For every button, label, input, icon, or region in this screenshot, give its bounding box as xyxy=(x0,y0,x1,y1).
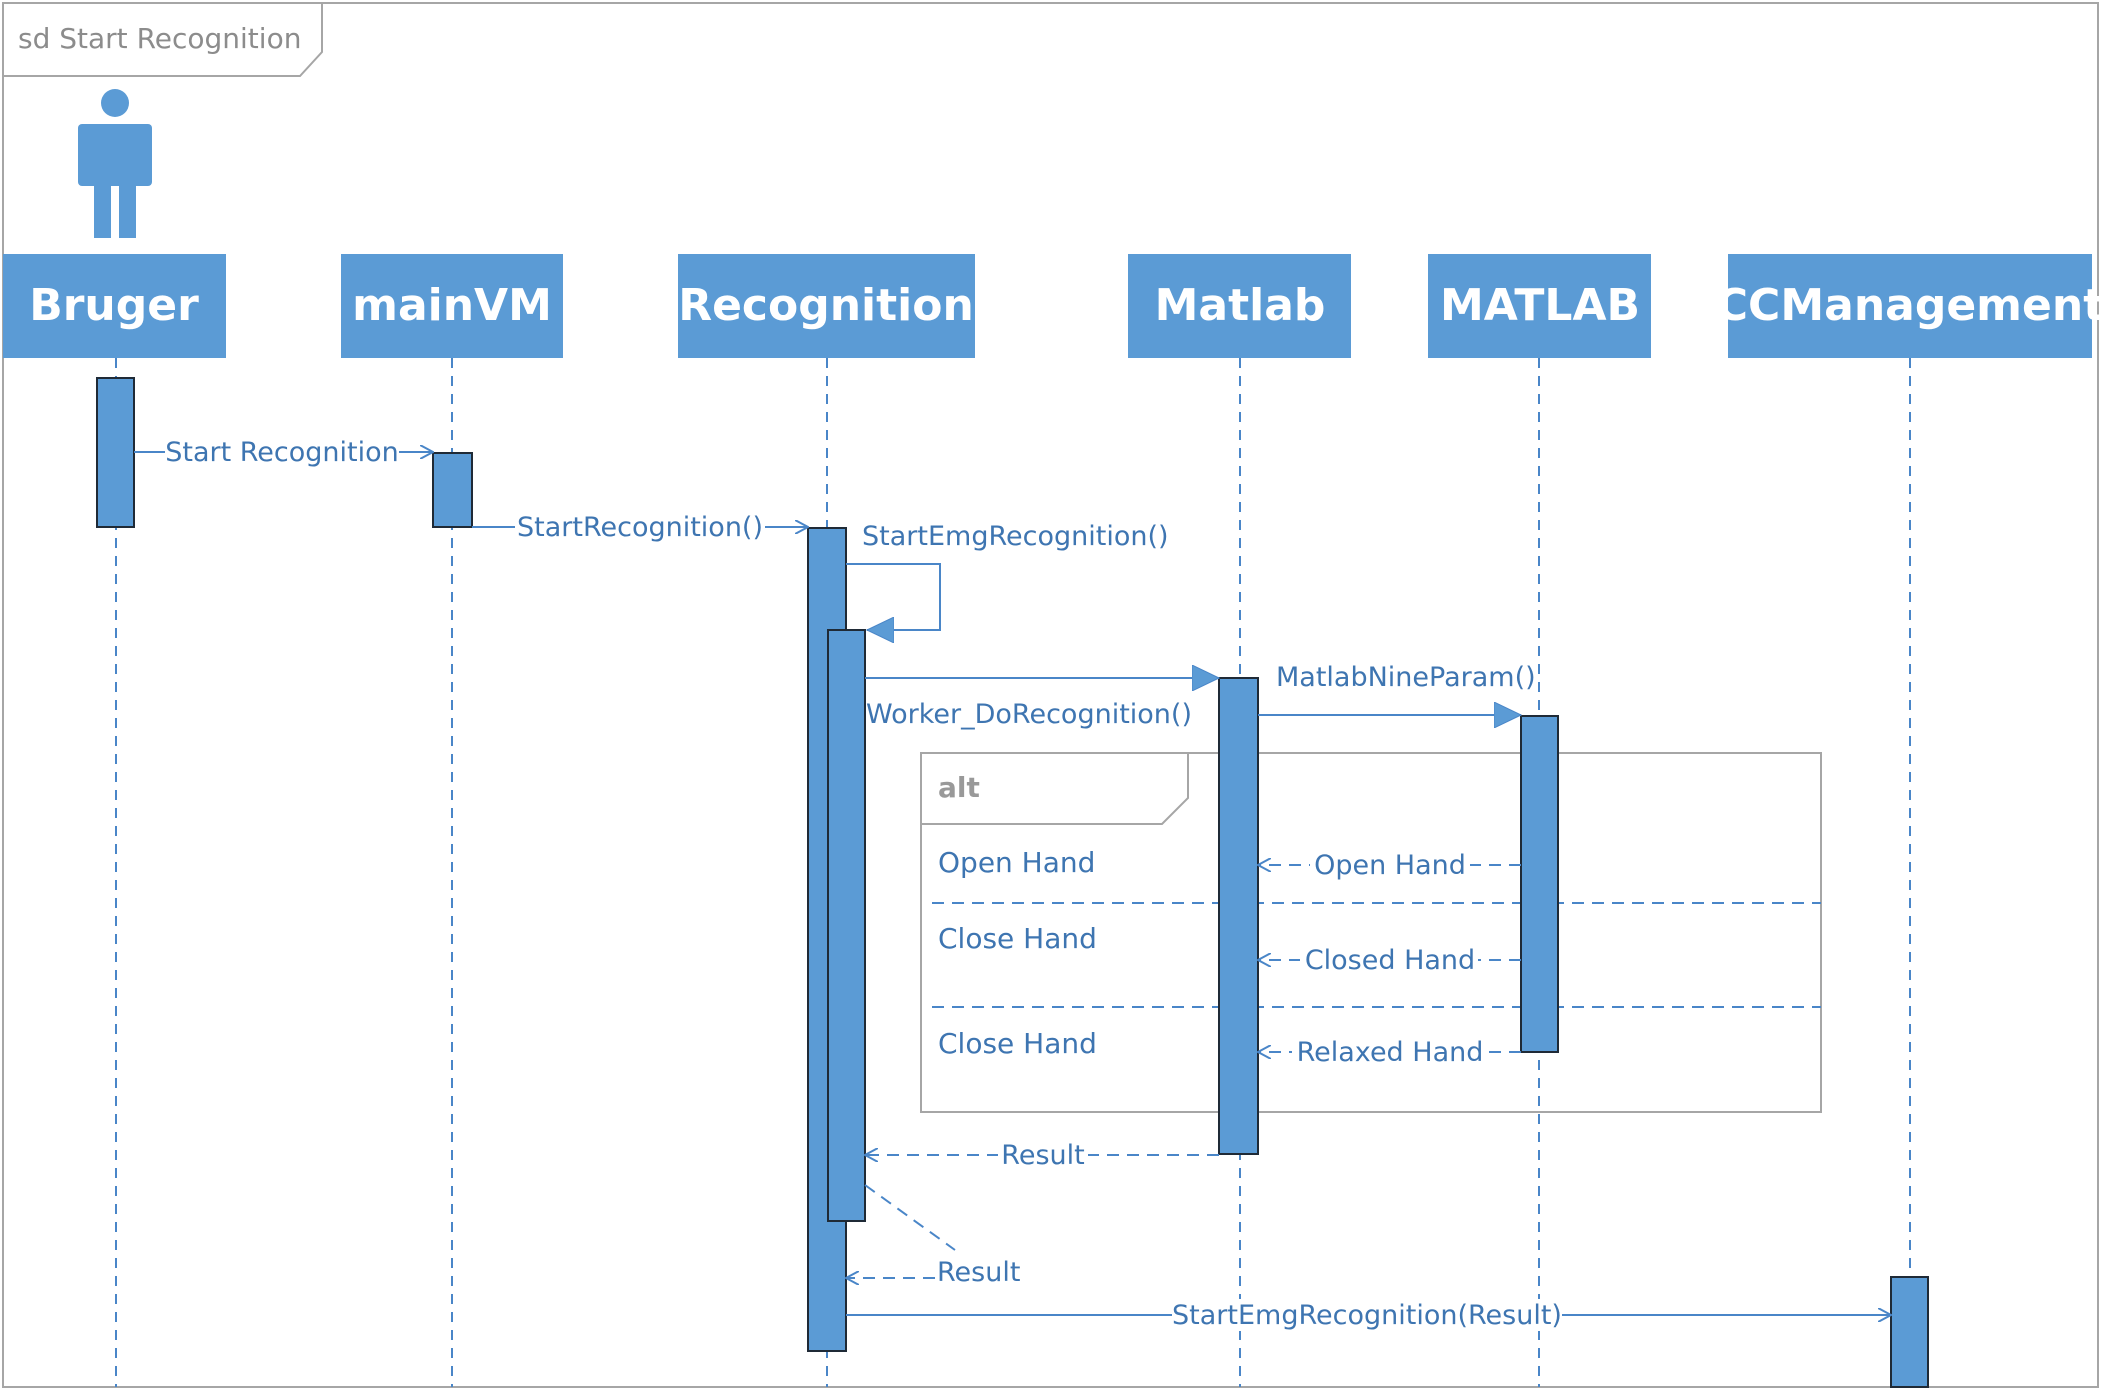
message-label-return-result-self: Result xyxy=(937,1257,1020,1288)
message-label-startemgrecognition: StartEmgRecognition() xyxy=(862,521,1169,552)
message-label-startrecognition: StartRecognition() xyxy=(517,512,763,543)
svg-text:MATLAB: MATLAB xyxy=(1440,280,1640,331)
message-label-worker-dorecognition: Worker_DoRecognition() xyxy=(866,699,1192,730)
activation-ccmanagement xyxy=(1890,1276,1929,1388)
svg-text:Matlab: Matlab xyxy=(1155,280,1326,331)
activation-mainvm xyxy=(432,452,473,528)
actor-person-icon xyxy=(78,89,152,238)
message-label-return-relaxed-hand: Relaxed Hand xyxy=(1297,1037,1484,1068)
lifeline-header-matlab: Matlab xyxy=(1128,254,1351,358)
message-label-return-closed-hand: Closed Hand xyxy=(1305,945,1475,976)
svg-text:Bruger: Bruger xyxy=(29,280,199,331)
alt-guard-3: Close Hand xyxy=(938,1027,1097,1060)
activation-matlab-engine xyxy=(1520,715,1559,1053)
lifeline-header-recognition: Recognition xyxy=(678,254,975,358)
frame-title-tab xyxy=(3,3,323,77)
message-label-return-open-hand: Open Hand xyxy=(1314,850,1466,881)
svg-text:mainVM: mainVM xyxy=(352,280,552,331)
message-label-matlabnineparam: MatlabNineParam() xyxy=(1276,662,1536,693)
lifeline-header-mainvm: mainVM xyxy=(341,254,563,358)
alt-guard-1: Open Hand xyxy=(938,846,1095,879)
activation-bruger xyxy=(96,377,135,528)
svg-text:Recognition: Recognition xyxy=(678,280,974,331)
lifeline-header-matlab-engine: MATLAB xyxy=(1428,254,1651,358)
message-line-return-result-self xyxy=(864,1184,956,1251)
alt-fragment: alt Open Hand Close Hand Close Hand xyxy=(920,752,1822,1113)
alt-guard-2: Close Hand xyxy=(938,922,1097,955)
message-line-self-call xyxy=(846,563,941,630)
message-label-start-recognition: Start Recognition xyxy=(165,437,399,468)
message-label-startemgrecognition-result: StartEmgRecognition(Result) xyxy=(1172,1300,1562,1331)
lifeline-header-bruger: Bruger xyxy=(3,254,226,358)
alt-operator: alt xyxy=(938,771,980,804)
message-label-return-result-matlab: Result xyxy=(1001,1140,1084,1171)
lifeline-header-ccmanagement: CCManagement xyxy=(1716,254,2103,358)
svg-text:CCManagement: CCManagement xyxy=(1716,280,2103,331)
activation-recognition-nested xyxy=(827,629,866,1222)
frame-title: sd Start Recognition xyxy=(18,22,301,55)
activation-matlab xyxy=(1218,677,1259,1155)
